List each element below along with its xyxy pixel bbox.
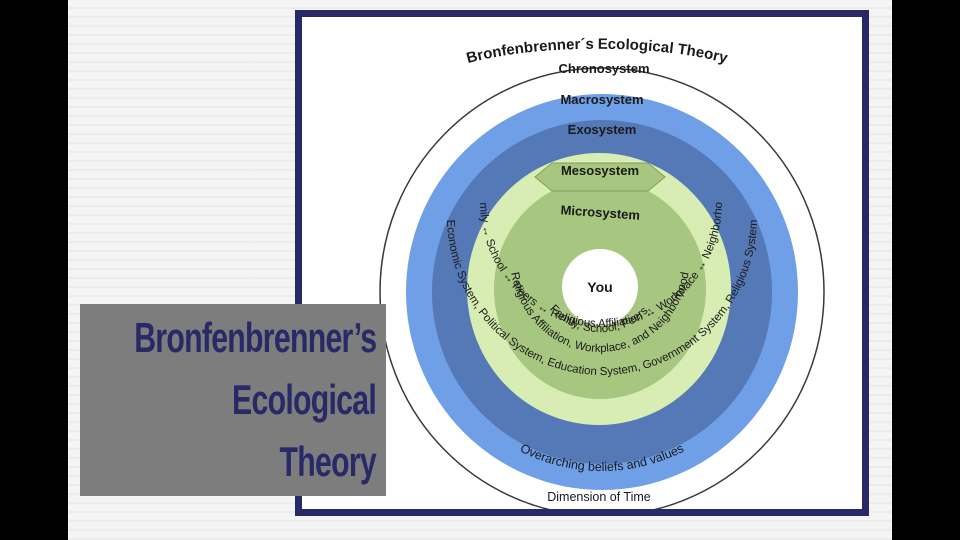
you-label: You <box>587 279 612 295</box>
diagram-frame: Bronfenbrenner´s Ecological Theory Chron… <box>295 10 869 516</box>
exosystem-label: Exosystem <box>568 122 637 137</box>
chronosystem-description: Dimension of Time <box>547 490 651 504</box>
slide-title-line-3: Theory <box>279 438 376 485</box>
slide-title-box: Bronfenbrenner’s Ecological Theory <box>80 304 386 496</box>
mesosystem-label: Mesosystem <box>561 163 639 178</box>
center-circle <box>562 249 638 325</box>
slide-title-line-2: Ecological <box>231 376 377 423</box>
macrosystem-label: Macrosystem <box>560 92 643 107</box>
mesosystem-arrow <box>534 162 666 192</box>
microsystem-label: Microsystem <box>560 202 640 223</box>
slide-title-line-1: Bronfenbrenner’s <box>133 314 377 361</box>
ecological-diagram: Bronfenbrenner´s Ecological Theory Chron… <box>302 17 825 509</box>
chronosystem-label: Chronosystem <box>558 61 649 76</box>
slide: Bronfenbrenner´s Ecological Theory Chron… <box>68 0 892 540</box>
